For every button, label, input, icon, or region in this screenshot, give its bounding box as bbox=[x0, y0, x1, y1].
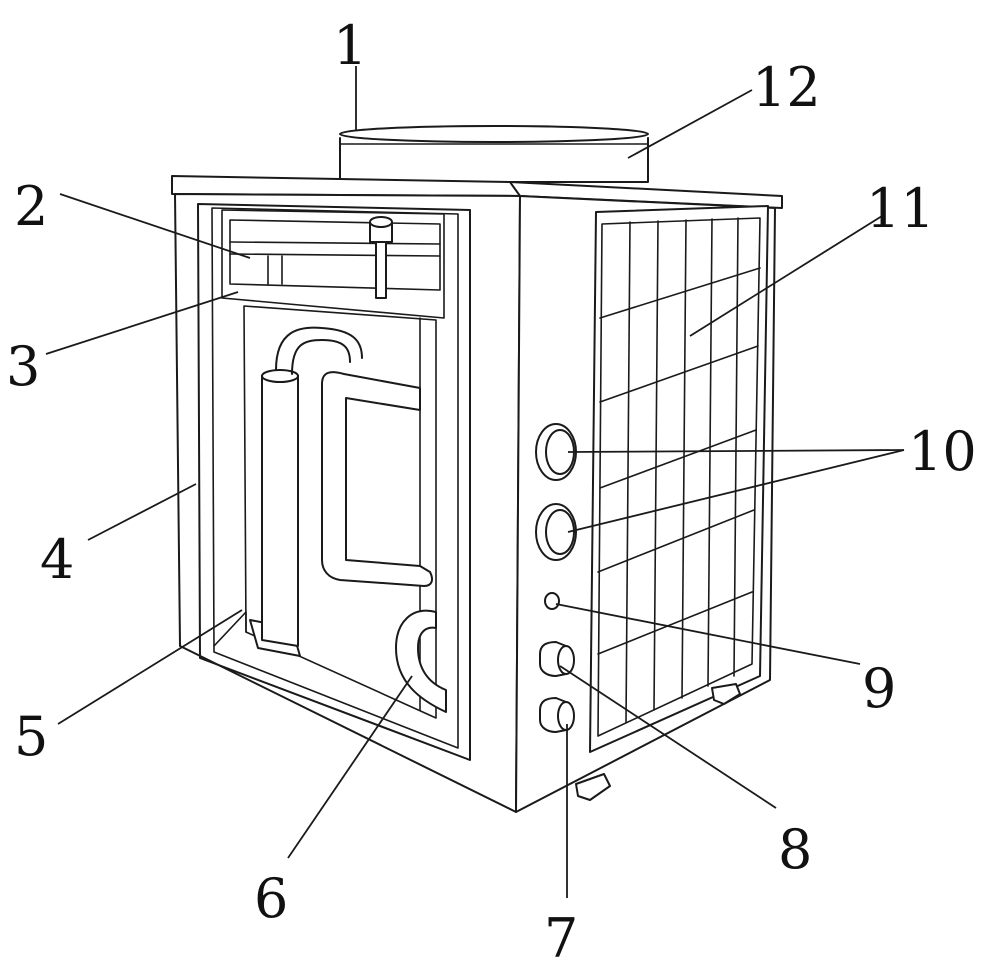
label-4: 4 bbox=[40, 528, 74, 591]
label-10: 10 bbox=[908, 420, 977, 483]
upper-compartment bbox=[221, 209, 445, 319]
label-11: 11 bbox=[866, 177, 935, 240]
label-7: 7 bbox=[544, 907, 578, 969]
tank-cylinder bbox=[249, 326, 363, 657]
bent-pipe bbox=[321, 371, 433, 587]
support-feet bbox=[575, 683, 741, 801]
side-grille bbox=[589, 205, 769, 753]
top-lid bbox=[171, 175, 783, 209]
label-5: 5 bbox=[14, 705, 48, 768]
label-8: 8 bbox=[778, 818, 812, 881]
label-6: 6 bbox=[254, 867, 288, 930]
top-fan-cylinder bbox=[339, 125, 649, 183]
reference-numerals: 1 12 2 11 3 10 4 9 5 8 6 7 bbox=[6, 14, 977, 969]
label-3: 3 bbox=[6, 335, 40, 398]
label-1: 1 bbox=[333, 14, 367, 77]
lower-compartment bbox=[213, 305, 437, 719]
lower-curved-pipe bbox=[395, 609, 447, 713]
label-12: 12 bbox=[752, 56, 821, 119]
leader-lines bbox=[45, 66, 905, 898]
side-ports bbox=[535, 423, 577, 733]
label-9: 9 bbox=[862, 657, 896, 720]
label-2: 2 bbox=[14, 175, 48, 238]
